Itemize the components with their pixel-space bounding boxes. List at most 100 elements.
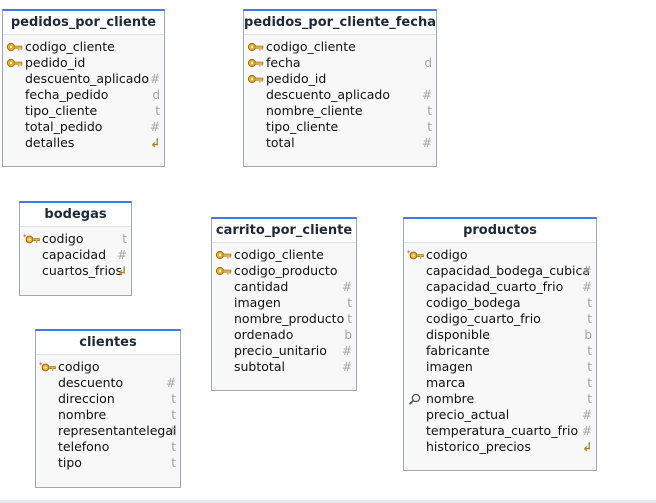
column-row[interactable]: codigo_producto [212, 263, 356, 279]
column-name: pedido_id [266, 71, 327, 86]
column-row[interactable]: imagen t [212, 295, 356, 311]
column-name: total [266, 135, 295, 150]
column-row[interactable]: temperatura_cuarto_frio# [404, 423, 596, 439]
column-row[interactable]: capacidad # [20, 247, 131, 263]
column-name: capacidad_cuarto_frio [426, 279, 564, 294]
column-name: codigo_cliente [234, 247, 324, 262]
column-type: # [149, 120, 160, 134]
column-name: pedido_id [25, 55, 86, 70]
reference-arrow-icon: ↲ [116, 264, 127, 278]
table-title[interactable]: pedidos_por_cliente_fecha [244, 11, 436, 35]
column-name: codigo [42, 231, 84, 246]
table-title[interactable]: bodegas [20, 203, 131, 227]
column-row[interactable]: capacidad_bodega_cubica# [404, 263, 596, 279]
column-row[interactable]: nombre t [36, 407, 180, 423]
table-title[interactable]: carrito_por_cliente [212, 219, 356, 243]
column-name: codigo_producto [234, 263, 338, 278]
primary-key-icon: * [23, 233, 40, 245]
column-row[interactable]: total # [244, 135, 436, 151]
column-name: nombre [58, 407, 107, 422]
column-type: t [347, 312, 352, 326]
column-name: fabricante [426, 343, 490, 358]
column-row[interactable]: cuartos_frios↲ [20, 263, 131, 279]
column-row[interactable]: *codigo [404, 247, 596, 263]
column-name: codigo [426, 247, 468, 262]
column-row[interactable]: pedido_id [3, 55, 164, 71]
column-type: t [347, 296, 352, 310]
column-row[interactable]: codigo_cliente [244, 39, 436, 55]
svg-text:*: * [39, 361, 43, 369]
column-type: t [587, 296, 592, 310]
table-title[interactable]: productos [404, 219, 596, 243]
column-row[interactable]: descuento_aplicado# [244, 87, 436, 103]
column-name: ordenado [234, 327, 294, 342]
canvas-footer-bar [0, 500, 656, 503]
column-type: # [421, 136, 432, 150]
column-name: total_pedido [25, 119, 103, 134]
column-name: nombre_producto [234, 311, 345, 326]
column-type: t [587, 312, 592, 326]
column-row[interactable]: detalles ↲ [3, 135, 164, 151]
column-name: tipo [58, 455, 82, 470]
column-row[interactable]: pedido_id [244, 71, 436, 87]
column-row[interactable]: descuento# [36, 375, 180, 391]
svg-text:*: * [23, 233, 27, 241]
column-type: t [171, 408, 176, 422]
column-type: # [581, 280, 592, 294]
column-name: descuento [58, 375, 124, 390]
column-row[interactable]: *codigo [36, 359, 180, 375]
column-row[interactable]: capacidad_cuarto_frio # [404, 279, 596, 295]
column-row[interactable]: codigo_cliente [3, 39, 164, 55]
column-name: imagen [234, 295, 281, 310]
reference-arrow-icon: ↲ [149, 136, 160, 150]
column-name: cuartos_frios [42, 263, 123, 278]
column-row[interactable]: precio_unitario# [212, 343, 356, 359]
column-row[interactable]: subtotal# [212, 359, 356, 375]
column-name: nombre_cliente [266, 103, 363, 118]
column-row[interactable]: codigo_cliente [212, 247, 356, 263]
column-name: codigo_cliente [25, 39, 115, 54]
column-name: detalles [25, 135, 75, 150]
column-type: t [171, 392, 176, 406]
column-type: t [587, 376, 592, 390]
primary-key-icon: * [39, 361, 56, 373]
table-title[interactable]: clientes [36, 331, 180, 355]
column-type: # [116, 248, 127, 262]
column-row[interactable]: descuento_aplicado# [3, 71, 164, 87]
column-name: capacidad [42, 247, 107, 262]
column-row[interactable]: total_pedido # [3, 119, 164, 135]
column-row[interactable]: precio_actual# [404, 407, 596, 423]
column-row[interactable]: historico_precios↲ [404, 439, 596, 455]
column-row[interactable]: cantidad# [212, 279, 356, 295]
table-title[interactable]: pedidos_por_cliente [3, 11, 164, 35]
column-name: cantidad [234, 279, 289, 294]
